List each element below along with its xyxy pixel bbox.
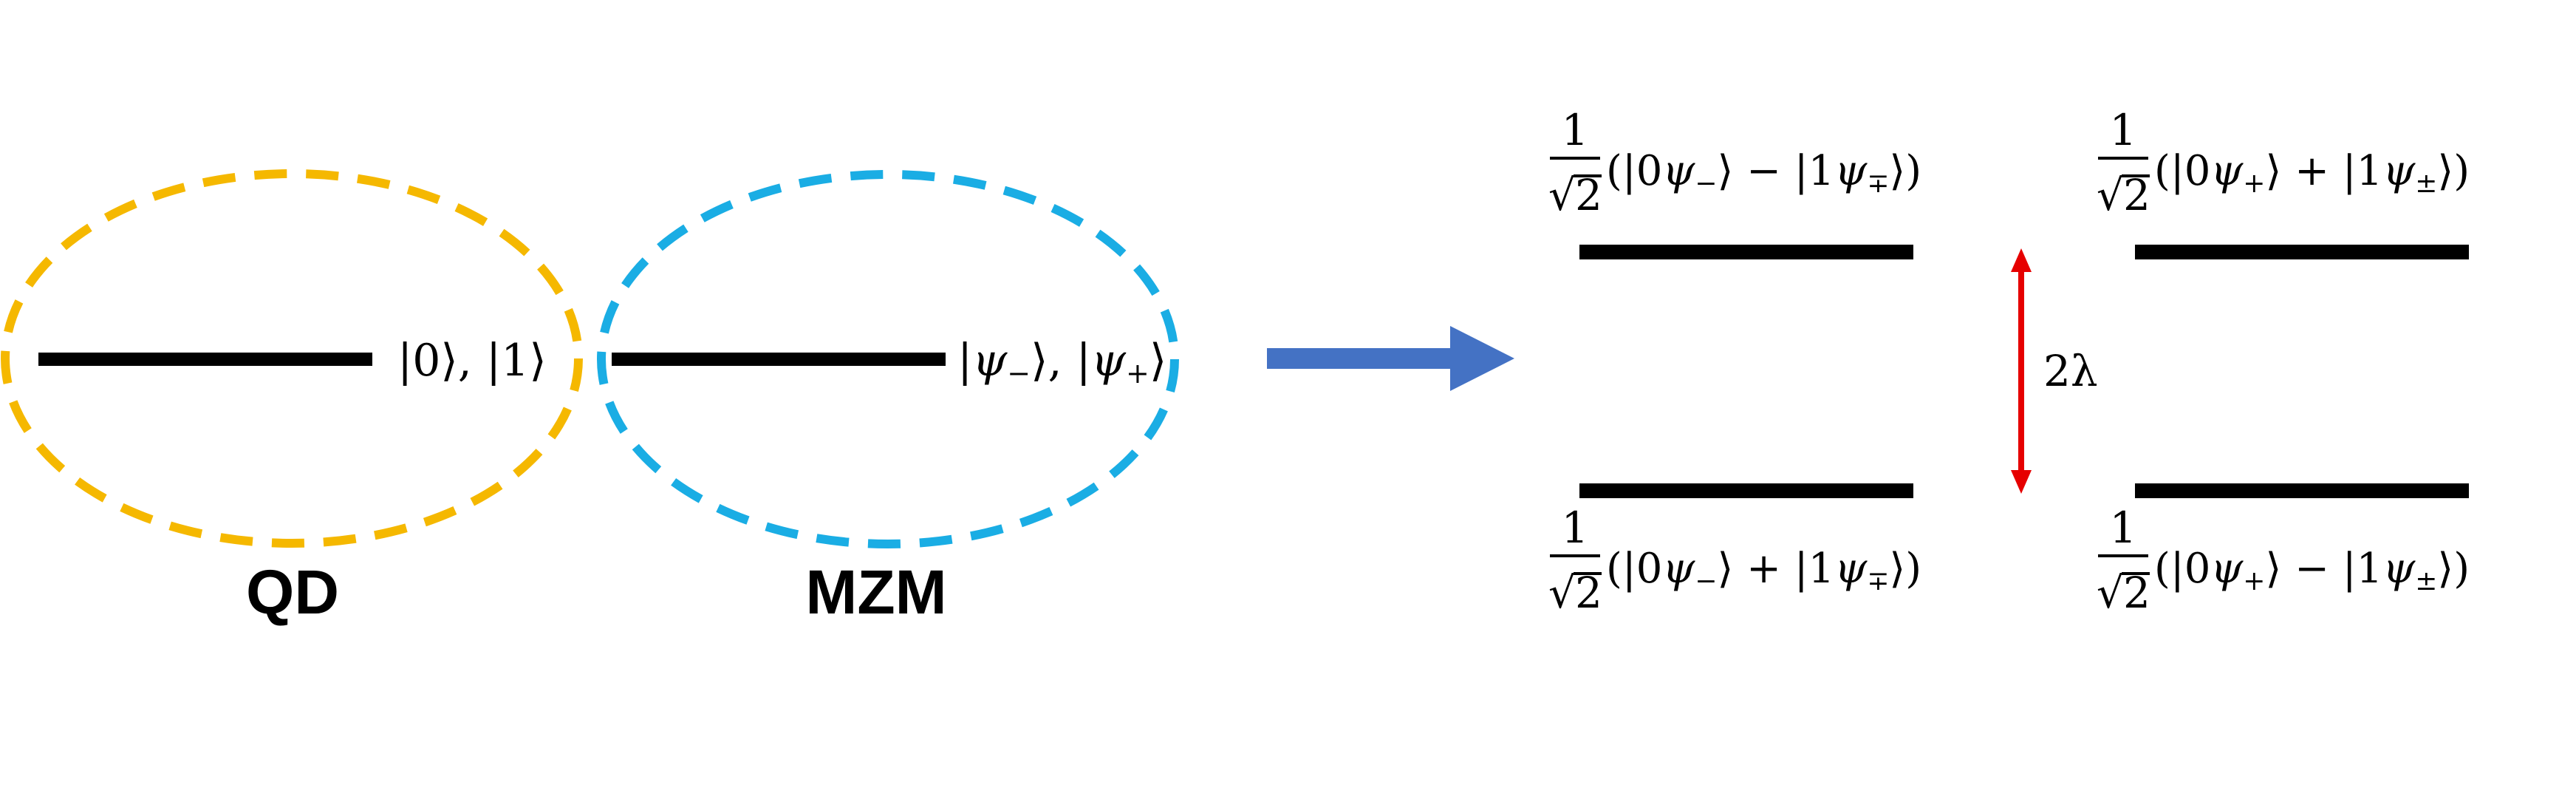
qd-ellipse — [1, 169, 583, 548]
splitting-label: 2λ — [2043, 346, 2098, 396]
qd-label: QD — [246, 557, 339, 627]
splitting-arrow — [2011, 248, 2032, 494]
expr-mid: ⟩ − |1 — [1717, 147, 1834, 195]
frac-denominator: 2 — [1575, 170, 1602, 220]
mzm-sub-minus: − — [1007, 357, 1031, 390]
frac-numerator: 1 — [1562, 503, 1589, 553]
expr-mid: ⟩ + |1 — [2265, 147, 2382, 195]
frac-denominator: 2 — [2123, 568, 2150, 618]
mzm-states: |ψ−⟩, |ψ+⟩ — [957, 335, 1166, 390]
arrow-shaft — [1267, 348, 1452, 369]
frac-denominator: 2 — [1575, 568, 1602, 618]
frac-bar — [2098, 554, 2148, 557]
expr-close: ⟩) — [1889, 545, 1921, 593]
formula-bottom-left: 1 √ 2 (|0ψ−⟩ + |1ψ∓⟩) — [1548, 503, 1921, 618]
mzm-psi-plus: ψ — [1091, 335, 1127, 387]
frac-bar — [2098, 157, 2148, 160]
expr-sub2: ± — [2415, 169, 2437, 199]
splitting-arrow-head-up — [2011, 248, 2032, 272]
level-top-right — [2135, 245, 2469, 259]
expr-sub1: − — [1695, 169, 1717, 199]
mzm-states-mid: ⟩, | — [1031, 335, 1091, 387]
expr-sub2: ∓ — [1867, 566, 1889, 596]
expr-sub1: − — [1695, 566, 1717, 596]
transform-arrow — [1267, 326, 1514, 391]
frac-sqrt: √ — [2097, 568, 2124, 618]
splitting-arrow-head-down — [2011, 470, 2032, 494]
expr-psi2: ψ — [1834, 147, 1868, 195]
sqrt-vinculum — [1574, 174, 1602, 177]
frac-numerator: 1 — [1562, 105, 1589, 155]
frac-numerator: 1 — [2110, 503, 2137, 553]
expr-psi2: ψ — [2382, 545, 2416, 593]
formula-top-left: 1 √ 2 (|0ψ−⟩ − |1ψ∓⟩) — [1548, 105, 1921, 220]
expr-sub2: ∓ — [1867, 169, 1889, 199]
expr-psi1: ψ — [2210, 147, 2244, 195]
mzm-psi-minus: ψ — [972, 335, 1008, 387]
frac-sqrt: √ — [1548, 568, 1576, 618]
expr-open: (|0 — [1606, 545, 1662, 593]
expr-close: ⟩) — [2437, 545, 2470, 593]
sqrt-vinculum — [2122, 174, 2150, 177]
level-bottom-left — [1579, 483, 1913, 498]
expr-open: (|0 — [2154, 545, 2210, 593]
state-expression: (|0ψ+⟩ − |1ψ±⟩) — [2154, 545, 2470, 596]
frac-numerator: 1 — [2110, 105, 2137, 155]
frac-sqrt: √ — [2097, 170, 2124, 220]
state-expression: (|0ψ−⟩ + |1ψ∓⟩) — [1606, 545, 1921, 596]
qd-states: |0⟩, |1⟩ — [397, 335, 547, 387]
state-expression: (|0ψ+⟩ + |1ψ±⟩) — [2154, 147, 2470, 199]
sqrt-vinculum — [2122, 572, 2150, 575]
expr-psi2: ψ — [1834, 545, 1868, 593]
formula-bottom-right: 1 √ 2 (|0ψ+⟩ − |1ψ±⟩) — [2097, 503, 2470, 618]
expr-open: (|0 — [2154, 147, 2210, 195]
expr-psi1: ψ — [1662, 545, 1695, 593]
mzm-level-line — [612, 353, 946, 366]
level-top-left — [1579, 245, 1913, 259]
mzm-states-close: ⟩ — [1149, 335, 1166, 387]
mzm-ellipse — [597, 170, 1179, 548]
expr-psi2: ψ — [2382, 147, 2416, 195]
expr-mid: ⟩ − |1 — [2265, 545, 2382, 593]
expr-open: (|0 — [1606, 147, 1662, 195]
expr-close: ⟩) — [1889, 147, 1921, 195]
frac-sqrt: √ — [1548, 170, 1576, 220]
state-expression: (|0ψ−⟩ − |1ψ∓⟩) — [1606, 147, 1921, 199]
expr-sub1: + — [2243, 566, 2265, 596]
formula-top-right: 1 √ 2 (|0ψ+⟩ + |1ψ±⟩) — [2097, 105, 2470, 220]
sqrt-vinculum — [1574, 572, 1602, 575]
frac-bar — [1550, 554, 1600, 557]
level-bottom-right — [2135, 483, 2469, 498]
mzm-sub-plus: + — [1126, 357, 1149, 390]
frac-bar — [1550, 157, 1600, 160]
expr-mid: ⟩ + |1 — [1717, 545, 1834, 593]
expr-psi1: ψ — [1662, 147, 1695, 195]
expr-close: ⟩) — [2437, 147, 2470, 195]
frac-denominator: 2 — [2123, 170, 2150, 220]
arrow-head — [1450, 326, 1514, 391]
qd-level-line — [38, 353, 372, 366]
expr-sub2: ± — [2415, 566, 2437, 596]
mzm-states-open: | — [957, 335, 972, 387]
mzm-label: MZM — [805, 557, 946, 627]
expr-psi1: ψ — [2210, 545, 2244, 593]
expr-sub1: + — [2243, 169, 2265, 199]
